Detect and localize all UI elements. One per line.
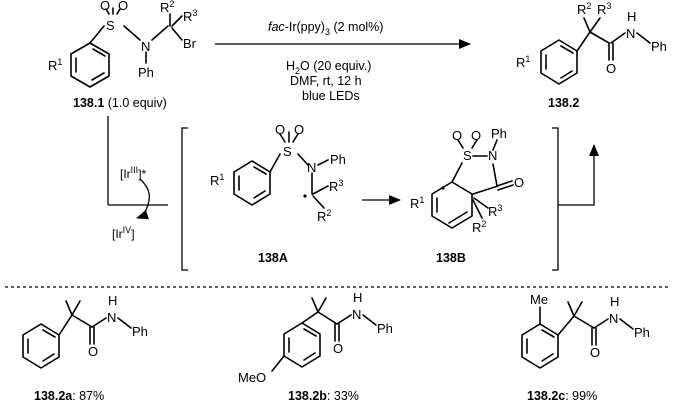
substrate-r3: R3 [183, 8, 197, 24]
example-b-nitrogen: N [352, 307, 361, 322]
substrate-138-1: S O O N Ph Br R2 R3 R1 138.1 (1.0 equiv) [48, 0, 197, 110]
intermediate-b-bonds [451, 139, 514, 219]
example-a-nitrogen: N [107, 310, 116, 325]
example-a-label: 138.2a: 87% [34, 389, 104, 403]
example-a-hydrogen: H [108, 293, 117, 308]
product-r1: R1 [516, 54, 530, 70]
light-condition: blue LEDs [302, 89, 360, 103]
product-bonds [576, 17, 651, 61]
product-138-2: R2 R3 H N Ph O R1 138.2 [516, 1, 667, 110]
intermediate-a-r1: R1 [210, 172, 224, 188]
example-b-benzene-ring [283, 322, 321, 368]
example-c-oxygen: O [590, 345, 600, 360]
substrate-nitrogen: N [141, 39, 150, 54]
example-138-2c: Me H N Ph O 138.2c: 99% [521, 292, 650, 403]
substrate-sulfur: S [106, 18, 115, 33]
intermediate-b-sulfur: S [463, 148, 472, 163]
intermediate-b-oxygen-3: O [514, 175, 524, 190]
intermediate-a-bonds [269, 131, 329, 209]
arrow-to-product [558, 144, 599, 206]
intermediate-a-phenyl: Ph [330, 152, 346, 167]
product-r2: R2 [577, 1, 591, 17]
substrate-oxygen-1: O [100, 0, 110, 13]
bracket-left [181, 127, 188, 271]
substrate-label: 138.1 (1.0 equiv) [73, 96, 167, 110]
intermediate-138A: S O O N Ph R3 R2 R1 138A [210, 122, 346, 265]
intermediate-a-nitrogen: N [307, 160, 316, 175]
example-b-oxygen: O [333, 341, 343, 356]
intermediate-b-oxygen-2: O [471, 128, 481, 143]
intermediate-a-r3: R3 [329, 178, 343, 194]
substrate-r2: R2 [160, 0, 174, 15]
substrate-benzene-ring [70, 42, 110, 88]
solvent-condition: DMF, rt, 12 h [290, 74, 362, 88]
intermediate-a-oxygen-1: O [275, 122, 285, 137]
substrate-bonds [89, 7, 183, 64]
photocatalyst-pathway: [IrIII]* [IrIV] [107, 116, 168, 241]
example-c-label: 138.2c: 99% [527, 389, 597, 403]
product-nitrogen: N [626, 26, 635, 41]
product-oxygen: O [606, 61, 616, 76]
example-b-methoxy: MeO [238, 370, 266, 385]
example-138-2a: H N Ph O 138.2a: 87% [22, 293, 148, 403]
intermediate-b-label: 138B [436, 251, 466, 265]
iridium-iii-excited: [IrIII]* [120, 165, 147, 181]
example-c-phenyl: Ph [634, 325, 650, 340]
radical-dot-a [303, 194, 307, 198]
intermediate-a-r2: R2 [317, 208, 331, 224]
catalyst-condition: fac-Ir(ppy)3 (2 mol%) [268, 20, 383, 37]
intermediate-b-nitrogen: N [488, 148, 497, 163]
intermediate-b-phenyl: Ph [491, 126, 507, 141]
radical-dot-b [441, 186, 445, 190]
iridium-oxidation-arrow [136, 178, 151, 220]
example-c-nitrogen: N [609, 311, 618, 326]
product-label: 138.2 [548, 96, 579, 110]
example-c-hydrogen: H [610, 294, 619, 309]
iridium-iv: [IrIV] [112, 225, 135, 241]
example-c-benzene-ring [521, 323, 559, 369]
example-b-label: 138.2b: 33% [288, 389, 359, 403]
intermediate-a-label: 138A [258, 251, 288, 265]
example-138-2b: MeO H N Ph O 138.2b: 33% [238, 290, 393, 403]
example-b-hydrogen: H [353, 290, 362, 305]
example-a-phenyl: Ph [132, 324, 148, 339]
bracket-right [552, 127, 559, 271]
substrate-bromine: Br [183, 36, 197, 51]
intermediate-a-oxygen-2: O [294, 122, 304, 137]
example-a-bonds [58, 300, 132, 345]
substrate-r1: R1 [48, 57, 62, 73]
substrate-phenyl: Ph [138, 65, 154, 80]
example-a-oxygen: O [88, 344, 98, 359]
substrate-oxygen-2: O [118, 0, 128, 13]
example-b-phenyl: Ph [377, 321, 393, 336]
example-b-bonds [271, 297, 377, 372]
intermediate-b-oxygen-1: O [452, 128, 462, 143]
product-phenyl: Ph [651, 39, 667, 54]
product-hydrogen: H [627, 9, 636, 24]
intermediate-b-r2: R2 [472, 219, 486, 235]
product-r3: R3 [597, 1, 611, 17]
water-condition: H2O (20 equiv.) [286, 59, 371, 76]
intermediate-138B: S O O N Ph O R3 R2 R1 138B [410, 126, 524, 265]
example-c-bonds [539, 301, 634, 346]
product-benzene-ring [540, 39, 578, 85]
intermediate-a-benzene-ring [233, 160, 271, 206]
example-c-methyl: Me [530, 292, 548, 307]
intermediate-b-r1: R1 [410, 195, 424, 211]
intermediate-b-r3: R3 [488, 203, 502, 219]
intermediate-a-sulfur: S [283, 144, 292, 159]
intermediate-b-cyclohexadienyl-ring [431, 181, 473, 229]
example-a-benzene-ring [22, 323, 60, 369]
